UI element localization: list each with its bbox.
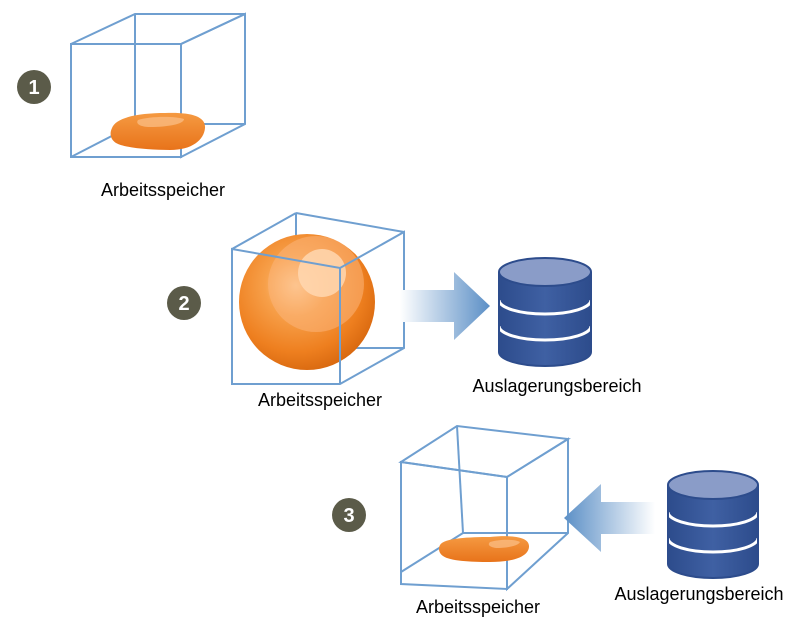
swap-label-3: Auslagerungsbereich bbox=[614, 584, 783, 604]
step-2-badge: 2 bbox=[167, 286, 201, 320]
memory-cube-3 bbox=[398, 424, 571, 592]
swap-label-2: Auslagerungsbereich bbox=[472, 376, 641, 396]
memory-label-3: Arbeitsspeicher bbox=[416, 597, 540, 617]
step-3-badge: 3 bbox=[332, 498, 366, 532]
memory-cube-2-front bbox=[231, 212, 405, 385]
swap-database-3 bbox=[666, 470, 760, 579]
swap-database-2 bbox=[497, 257, 593, 367]
memory-label-2: Arbeitsspeicher bbox=[258, 390, 382, 410]
small-blob-1 bbox=[110, 112, 206, 150]
small-blob-3 bbox=[439, 536, 530, 562]
step-1-number: 1 bbox=[28, 77, 39, 99]
step-3-number: 3 bbox=[343, 505, 354, 527]
step-3: 3 Arbeitsspeicher Auslagerungsbereich bbox=[332, 424, 784, 617]
arrow-to-swap bbox=[400, 272, 490, 340]
step-2-number: 2 bbox=[178, 293, 189, 315]
memory-label-1: Arbeitsspeicher bbox=[101, 180, 225, 200]
arrow-from-swap bbox=[564, 484, 655, 552]
step-1-badge: 1 bbox=[17, 70, 51, 104]
step-1: 1 Arbeitsspeicher bbox=[17, 12, 246, 200]
step-2: 2 Arbeitsspeicher Ausla bbox=[167, 212, 642, 410]
